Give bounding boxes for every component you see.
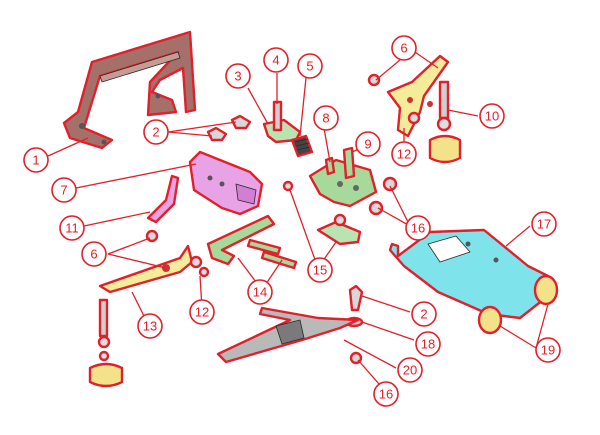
callout-19: 19	[535, 337, 561, 363]
part-7-housing	[188, 150, 264, 216]
callout-3-label: 3	[234, 69, 241, 84]
callout-10: 10	[479, 103, 505, 129]
callout-16-bottom: 16	[373, 381, 399, 407]
part-20-linkage	[216, 306, 360, 364]
callout-6-top: 6	[391, 35, 417, 61]
part-5-spring	[290, 134, 314, 158]
callout-18-label: 18	[421, 337, 435, 352]
callout-17: 17	[531, 211, 557, 237]
callout-17-label: 17	[537, 217, 551, 232]
part-6-nut-lower	[145, 229, 159, 243]
callout-6-top-label: 6	[400, 41, 407, 56]
callout-5-label: 5	[306, 59, 313, 74]
callout-14: 14	[247, 279, 273, 305]
callout-2-top-label: 2	[152, 125, 159, 140]
callout-20: 20	[397, 357, 423, 383]
callout-3: 3	[225, 63, 251, 89]
callout-12-top: 12	[391, 141, 417, 167]
callout-2-top: 2	[143, 119, 169, 145]
callout-7: 7	[51, 177, 77, 203]
callout-19-label: 19	[541, 343, 555, 358]
callout-20-label: 20	[403, 363, 417, 378]
part-14-slotted-bars	[206, 214, 298, 270]
part-12-spacer-top	[407, 111, 421, 125]
callout-1: 1	[23, 147, 49, 173]
callout-16-mid: 16	[405, 215, 431, 241]
callout-4: 4	[263, 47, 289, 73]
callout-11: 11	[59, 215, 85, 241]
callout-8: 8	[313, 105, 339, 131]
part-10-arm-assembly	[386, 54, 462, 164]
part-12-spacer-lower	[189, 255, 210, 278]
part-2-bolts-top	[206, 114, 252, 142]
callout-6-lower-label: 6	[90, 247, 97, 262]
part-13-arm-assembly	[88, 244, 194, 388]
callout-9-label: 9	[364, 137, 371, 152]
callout-5: 5	[297, 53, 323, 79]
callout-1-label: 1	[32, 153, 39, 168]
part-19-rollers	[477, 274, 559, 335]
callout-16-mid-label: 16	[411, 221, 425, 236]
callout-10-label: 10	[485, 109, 499, 124]
callout-7-label: 7	[60, 183, 67, 198]
part-2-bolt-lower	[348, 284, 364, 312]
callout-6-lower: 6	[81, 241, 107, 267]
callout-11-label: 11	[65, 221, 79, 236]
callout-16-bottom-label: 16	[379, 387, 393, 402]
callout-14-label: 14	[253, 285, 267, 300]
part-4-pin	[272, 100, 283, 132]
callout-15: 15	[307, 257, 333, 283]
callout-18: 18	[415, 331, 441, 357]
callout-8-label: 8	[322, 111, 329, 126]
callout-12-lower-label: 12	[195, 305, 209, 320]
part-8-9-bracket-assembly	[308, 146, 378, 208]
callout-12-top-label: 12	[397, 147, 411, 162]
callout-12-lower: 12	[189, 299, 215, 325]
callout-15-label: 15	[313, 263, 327, 278]
part-1-frame	[62, 30, 197, 150]
callout-9: 9	[355, 131, 381, 157]
callout-2-lower: 2	[411, 301, 437, 327]
part-6-nut-top	[367, 73, 381, 87]
part-17-base-plate	[388, 228, 550, 320]
part-15-small-parts	[282, 180, 362, 246]
part-11-bent-bracket	[146, 174, 180, 224]
callout-4-label: 4	[272, 53, 279, 68]
part-16-nuts-mid	[368, 176, 398, 216]
callout-13: 13	[137, 313, 163, 339]
callout-13-label: 13	[143, 319, 157, 334]
callout-2-lower-label: 2	[420, 307, 427, 322]
